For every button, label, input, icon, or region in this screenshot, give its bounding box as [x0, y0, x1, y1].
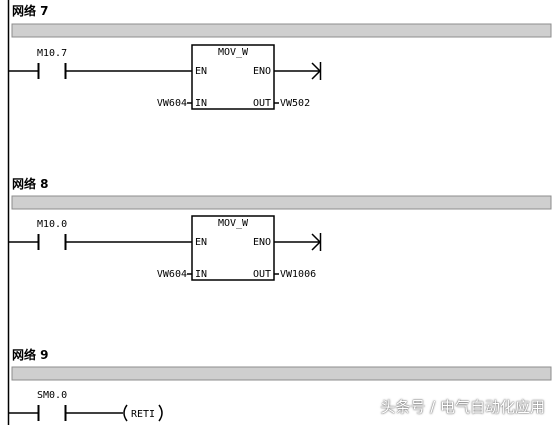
pin-in: IN	[195, 269, 207, 280]
contact-address: SM0.0	[37, 390, 67, 401]
mov-w-block[interactable]: MOV_W EN ENO IN OUT	[191, 215, 275, 281]
contact-no[interactable]	[37, 405, 67, 421]
pin-eno: ENO	[253, 237, 271, 248]
network-title: 网络 9	[12, 347, 49, 362]
network-title: 网络 7	[12, 3, 49, 18]
block-name: MOV_W	[218, 47, 249, 58]
contact-no[interactable]	[37, 234, 67, 250]
mov-w-block[interactable]: MOV_W EN ENO IN OUT	[191, 44, 275, 110]
out-operand[interactable]: VW502	[280, 98, 310, 109]
pin-in: IN	[195, 98, 207, 109]
reti-coil[interactable]: RETI	[123, 404, 163, 422]
contact-no[interactable]	[37, 63, 67, 79]
block-name: MOV_W	[218, 218, 249, 229]
network-9[interactable]: 网络 9 SM0.0 RETI	[8, 347, 552, 422]
pin-en: EN	[195, 237, 207, 248]
out-operand[interactable]: VW1006	[280, 269, 316, 280]
network-comment-bar[interactable]	[11, 23, 552, 38]
contact-address: M10.7	[37, 48, 67, 59]
contact-address: M10.0	[37, 219, 67, 230]
pin-out: OUT	[253, 98, 271, 109]
network-7[interactable]: 网络 7 M10.7 MOV_W EN ENO IN OUT VW604 VW5…	[8, 3, 552, 110]
network-8[interactable]: 网络 8 M10.0 MOV_W EN ENO IN OUT VW604 VW1…	[8, 176, 552, 281]
pin-en: EN	[195, 66, 207, 77]
watermark: 头条号 / 电气自动化应用	[380, 398, 545, 416]
network-title: 网络 8	[12, 176, 49, 191]
coil-label: RETI	[131, 409, 155, 420]
network-comment-bar[interactable]	[11, 366, 552, 381]
in-operand[interactable]: VW604	[157, 269, 187, 280]
in-operand[interactable]: VW604	[157, 98, 187, 109]
pin-eno: ENO	[253, 66, 271, 77]
pin-out: OUT	[253, 269, 271, 280]
network-comment-bar[interactable]	[11, 195, 552, 210]
